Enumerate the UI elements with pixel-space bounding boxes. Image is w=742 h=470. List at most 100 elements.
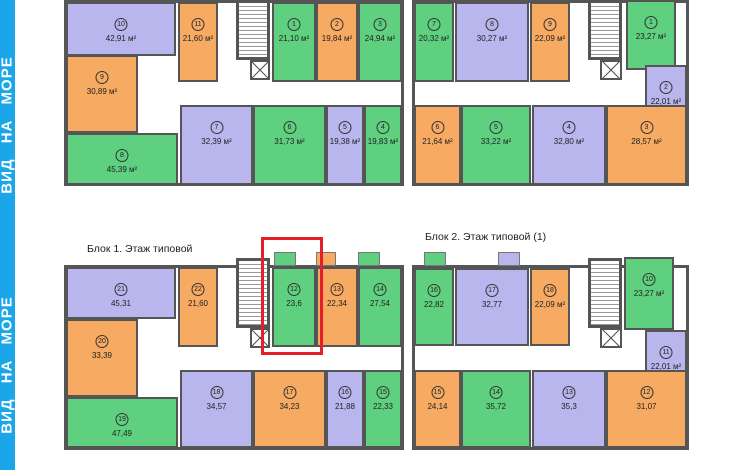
apartment-area: 47,49 <box>111 429 133 438</box>
apartment-number: 9 <box>543 18 557 31</box>
apartment-area: 24,94 м² <box>364 34 396 43</box>
apartment-number: 21 <box>114 283 128 296</box>
apartment-number: 1 <box>644 16 658 29</box>
apartment-number: 12 <box>640 386 653 399</box>
apartment-number: 15 <box>431 386 444 399</box>
apartment-number: 7 <box>427 18 441 31</box>
apartment-area: 19,84 м² <box>321 34 353 43</box>
apartment-block1-upper-5[interactable]: 5 19,38 м² <box>326 105 364 185</box>
apartment-area: 20,32 м² <box>418 34 450 43</box>
apartment-number: 4 <box>562 121 576 134</box>
apartment-number: 17 <box>485 284 499 297</box>
elevator-icon <box>600 328 622 348</box>
apartment-number: 10 <box>642 273 656 286</box>
apartment-block1-typical-21[interactable]: 21 45,31 <box>66 267 176 319</box>
apartment-block2-typical-17[interactable]: 17 32,77 <box>455 268 529 346</box>
apartment-number: 9 <box>95 71 109 84</box>
apartment-area: 31,73 м² <box>274 137 305 146</box>
balcony <box>274 252 296 266</box>
apartment-number: 16 <box>427 284 441 297</box>
apartment-number: 13 <box>562 386 576 399</box>
apartment-number: 3 <box>640 121 653 134</box>
apartment-block1-upper-1[interactable]: 1 21,10 м² <box>272 2 316 82</box>
apartment-block2-typical-10[interactable]: 10 23,27 м² <box>624 257 674 330</box>
apartment-area: 22,33 <box>372 402 394 411</box>
apartment-block1-typical-19[interactable]: 19 47,49 <box>66 397 178 448</box>
apartment-area: 32,77 <box>481 300 503 309</box>
apartment-area: 24,14 <box>427 402 448 411</box>
apartment-area: 22,82 <box>423 300 445 309</box>
apartment-block1-typical-14[interactable]: 14 27,54 <box>358 267 402 347</box>
apartment-area: 23,27 м² <box>633 289 665 298</box>
apartment-block2-upper-7[interactable]: 7 20,32 м² <box>414 2 454 82</box>
apartment-area: 22,01 м² <box>650 362 682 371</box>
apartment-number: 22 <box>191 283 205 296</box>
apartment-number: 11 <box>191 18 205 31</box>
apartment-area: 33,39 <box>91 351 113 360</box>
apartment-area: 21,10 м² <box>278 34 310 43</box>
apartment-number: 10 <box>114 18 128 31</box>
apartment-area: 42,91 м² <box>105 34 137 43</box>
apartment-number: 5 <box>338 121 352 134</box>
apartment-area: 19,83 м² <box>367 137 399 146</box>
apartment-block1-upper-10[interactable]: 10 42,91 м² <box>66 2 176 56</box>
apartment-number: 19 <box>115 413 129 426</box>
apartment-block1-upper-11[interactable]: 11 21,60 м² <box>178 2 218 82</box>
apartment-area: 30,89 м² <box>86 87 118 96</box>
apartment-block1-typical-20[interactable]: 20 33,39 <box>66 319 138 397</box>
apartment-area: 30,27 м² <box>476 34 508 43</box>
staircase <box>588 0 622 60</box>
apartment-block1-upper-2[interactable]: 2 19,84 м² <box>316 2 358 82</box>
balcony <box>358 252 380 266</box>
apartment-block1-upper-9[interactable]: 9 30,89 м² <box>66 55 138 133</box>
apartment-block2-upper-3[interactable]: 3 28,57 м² <box>606 105 687 185</box>
sea-view-label-top: ВИД НА МОРЕ <box>0 56 16 194</box>
apartment-number: 2 <box>330 18 344 31</box>
apartment-number: 2 <box>659 81 673 94</box>
staircase <box>236 0 270 60</box>
sea-view-sidebar: ВИД НА МОРЕ ВИД НА МОРЕ <box>0 0 16 470</box>
apartment-area: 45,31 <box>110 299 132 308</box>
apartment-area: 21,60 м² <box>182 34 214 43</box>
apartment-block2-typical-16[interactable]: 16 22,82 <box>414 268 454 346</box>
apartment-number: 18 <box>543 284 557 297</box>
apartment-area: 27,54 <box>369 299 391 308</box>
elevator-icon <box>250 60 270 80</box>
apartment-number: 17 <box>283 386 296 399</box>
apartment-number: 20 <box>95 335 109 348</box>
block2-heading: Блок 2. Этаж типовой (1) <box>425 231 547 243</box>
apartment-area: 19,38 м² <box>329 137 361 146</box>
apartment-area: 22,34 <box>326 299 348 308</box>
apartment-area: 28,57 м² <box>631 137 662 146</box>
apartment-area: 21,64 м² <box>422 137 453 146</box>
staircase <box>588 258 622 328</box>
block1-heading: Блок 1. Этаж типовой <box>87 243 193 255</box>
apartment-block2-typical-15[interactable]: 15 24,14 <box>414 370 461 448</box>
apartment-number: 1 <box>287 18 301 31</box>
staircase <box>236 258 270 328</box>
apartment-number: 14 <box>489 386 503 399</box>
apartment-number: 14 <box>373 283 387 296</box>
